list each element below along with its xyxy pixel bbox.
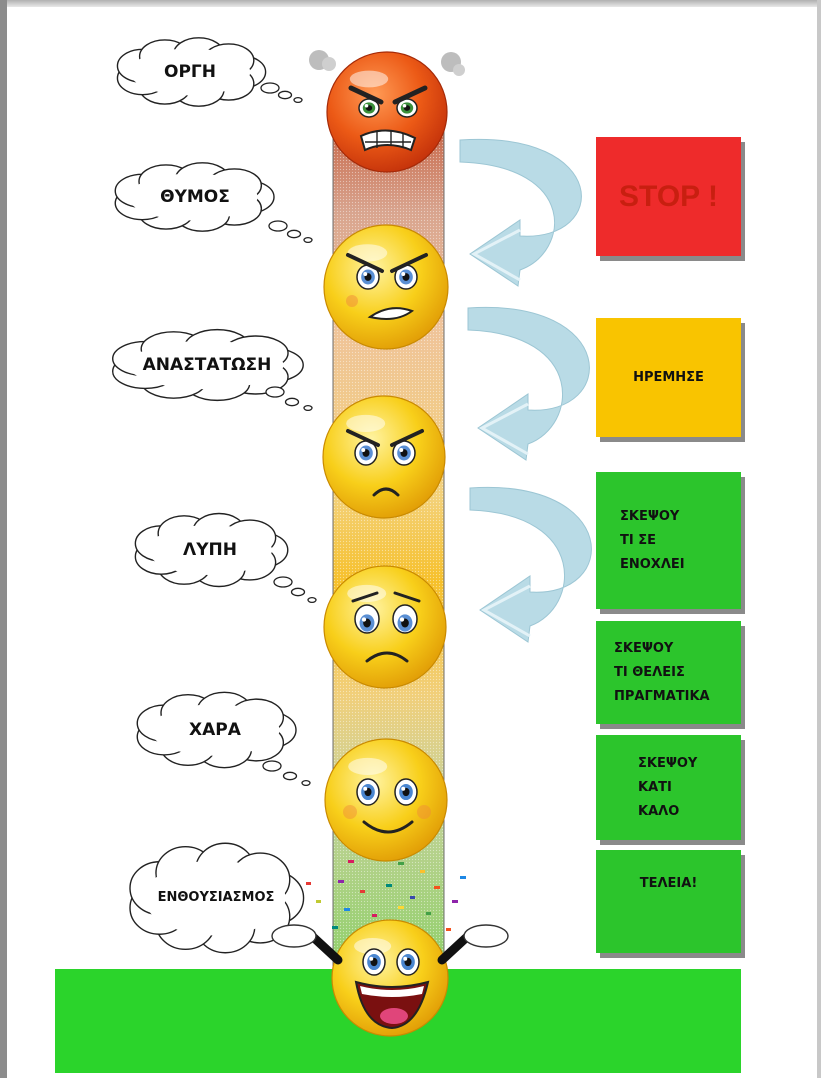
note-think-bothers: ΣΚΕΨΟΥ ΤΙ ΣΕ ΕΝΟΧΛΕΙ: [596, 472, 741, 609]
emoji-face-happy: [324, 738, 448, 862]
note-think-want: ΣΚΕΨΟΥ ΤΙ ΘΕΛΕΙΣ ΠΡΑΓΜΑΤΙΚΑ: [596, 621, 741, 724]
note-think-good: ΣΚΕΨΟΥ ΚΑΤΙ ΚΑΛΟ: [596, 735, 741, 840]
emotion-label-rage: ΘΥΜΟΣ: [160, 187, 230, 207]
note-think-want-line3: ΠΡΑΓΜΑΤΙΚΑ: [614, 688, 710, 704]
thought-cloud-enthusiasm: [129, 842, 305, 954]
note-think-bothers-line2: ΤΙ ΣΕ: [620, 532, 656, 548]
emoji-face-sad: [323, 565, 447, 689]
note-think-want-line1: ΣΚΕΨΟΥ: [614, 640, 674, 656]
curved-arrow-2: [467, 306, 590, 461]
window-frame-right: [817, 0, 821, 1078]
thought-cloud-sadness: [134, 512, 317, 604]
note-stop-text: STOP !: [619, 179, 718, 213]
emoji-face-angry: [309, 50, 465, 173]
emotion-label-upset: ΑΝΑΣΤΑΤΩΣΗ: [142, 355, 272, 375]
note-perfect: ΤΕΛΕΙΑ!: [596, 850, 741, 953]
emotion-label-enthusiasm: ΕΝΘΟΥΣΙΑΣΜΟΣ: [157, 890, 275, 905]
thought-cloud-upset: [112, 328, 313, 412]
note-calm-down-text: ΗΡΕΜΗΣΕ: [633, 369, 704, 385]
thought-cloud-joy: [136, 691, 311, 787]
note-think-bothers-line1: ΣΚΕΨΟΥ: [620, 508, 680, 524]
arrows-group: [459, 138, 592, 643]
note-calm-down: ΗΡΕΜΗΣΕ: [596, 318, 741, 437]
emotion-label-anger: ΟΡΓΗ: [164, 62, 216, 82]
window-frame-left: [0, 0, 7, 1078]
thought-cloud-anger: [116, 37, 303, 107]
note-think-want-line2: ΤΙ ΘΕΛΕΙΣ: [614, 664, 685, 680]
window-frame-top: [0, 0, 821, 7]
faces-group: [271, 50, 509, 1037]
confetti: [306, 856, 466, 931]
emoji-face-furious: [323, 224, 449, 350]
note-perfect-text: ΤΕΛΕΙΑ!: [639, 876, 698, 891]
note-think-good-line3: ΚΑΛΟ: [638, 803, 680, 819]
thought-cloud-rage: [114, 162, 313, 244]
note-think-bothers-line3: ΕΝΟΧΛΕΙ: [620, 556, 685, 572]
note-think-good-line1: ΣΚΕΨΟΥ: [638, 755, 698, 771]
curved-arrow-1: [459, 138, 582, 287]
clouds-group: [112, 37, 317, 954]
note-think-good-line2: ΚΑΤΙ: [638, 779, 672, 795]
note-stop: STOP !: [596, 137, 741, 256]
curved-arrow-3: [469, 486, 592, 643]
emoji-face-excited: [271, 919, 509, 1037]
emotion-label-sadness: ΛΥΠΗ: [183, 540, 237, 560]
emotion-label-joy: ΧΑΡΑ: [189, 720, 241, 740]
emoji-face-upset: [322, 395, 446, 519]
